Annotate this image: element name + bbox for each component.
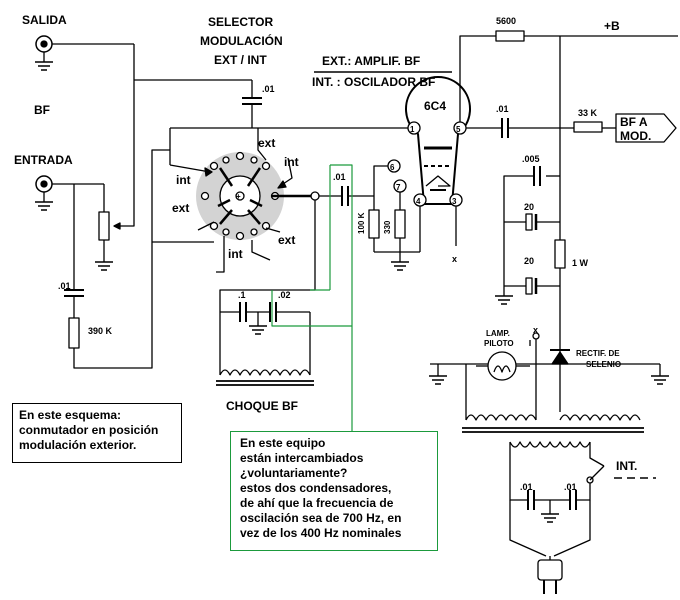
x-mark-lamp: x (533, 325, 538, 335)
switch-int-label-left: int (176, 173, 191, 187)
pin-3-label: 3 (452, 197, 457, 206)
salida-connector (35, 35, 134, 62)
selector-title-line2: MODULACIÓN (200, 33, 283, 48)
lamp-label-line1: LAMP. (486, 329, 510, 338)
switch-ext-label-left: ext (172, 201, 189, 215)
tube-label: 6C4 (424, 99, 446, 113)
bf-a-mod-line2: MOD. (620, 129, 651, 143)
potentiometer (98, 211, 110, 241)
rotary-selector-switch: + (169, 128, 320, 273)
resistor-390k-value: 390 K (88, 326, 113, 336)
ground-symbol (390, 261, 410, 271)
ground-symbol (540, 513, 560, 523)
bf-label: BF (34, 103, 50, 117)
entrada-connector (35, 175, 104, 202)
resistor-390k (68, 317, 80, 349)
pin-7-label: 7 (396, 183, 401, 192)
power-transformer (462, 414, 644, 448)
plus-b-label: +B (604, 19, 620, 33)
pin-4-label: 4 (416, 197, 421, 206)
selenium-rectifier (551, 351, 569, 365)
selector-title-line3: EXT / INT (214, 53, 267, 67)
entrada-label: ENTRADA (14, 153, 73, 167)
ground-symbol (34, 201, 54, 211)
mains-plug (537, 556, 563, 594)
rectifier-label-line2: SELENIO (586, 360, 621, 369)
cap-plate-value: .01 (496, 104, 509, 114)
ground-symbol (248, 325, 268, 335)
resistor-1w (554, 239, 566, 269)
cap-02-value: .02 (278, 290, 291, 300)
pin-1-label: 1 (410, 125, 415, 134)
switch-int-label-bottom: int (228, 247, 243, 261)
resistor-33k (573, 121, 603, 133)
cap-20a-value: 20 (524, 202, 534, 212)
cap-005-value: .005 (522, 154, 540, 164)
cap-grid-value: .01 (333, 172, 346, 182)
legend-ext: EXT.: AMPLIF. BF (322, 54, 420, 68)
note-capacitors-swapped: En este equipo están intercambiados ¿vol… (230, 431, 438, 551)
cap-left-value: .01 (58, 281, 71, 291)
note-line: modulación exterior. (19, 438, 137, 452)
ground-symbol (494, 295, 514, 305)
salida-label: SALIDA (22, 13, 67, 27)
ground-symbol (428, 375, 448, 385)
note-line: vez de los 400 Hz nominales (240, 526, 402, 540)
note-line: En este esquema: (19, 408, 122, 422)
switch-ext-label-top: ext (258, 136, 275, 150)
legend-int: INT. : OSCILADOR BF (312, 75, 435, 89)
resistor-100k (368, 209, 380, 239)
note-line: ¿voluntariamente? (240, 466, 348, 480)
resistor-1w-value: 1 W (572, 258, 589, 268)
note-line: están intercambiados (240, 451, 364, 465)
note-line: estos dos condensadores, (240, 481, 392, 495)
cap-top-value: .01 (262, 84, 275, 94)
x-mark-cathode: x (452, 254, 457, 264)
ground-symbol (94, 261, 114, 271)
resistor-100k-value: 100 K (357, 212, 366, 234)
switch-int-label-right: int (284, 155, 299, 169)
cap-1-value: .1 (238, 290, 246, 300)
note-line: de ahí que la frecuencia de (240, 496, 394, 510)
choque-bf-label: CHOQUE BF (226, 399, 298, 413)
rectifier-label-line1: RECTIF. DE (576, 349, 620, 358)
int-switch-label: INT. (616, 459, 637, 473)
lamp-label-line2: PILOTO (484, 339, 514, 348)
resistor-330-value: 330 (383, 220, 392, 234)
resistor-5600-value: 5600 (496, 16, 516, 26)
pilot-lamp (487, 351, 517, 381)
bf-a-mod-arrow (615, 113, 677, 143)
pin-6-label: 6 (390, 163, 395, 172)
selector-title-line1: SELECTOR (208, 15, 273, 29)
resistor-33k-value: 33 K (578, 108, 598, 118)
cap-bottom2-value: .01 (564, 482, 577, 492)
note-switch-position: En este esquema: conmutador en posición … (12, 403, 182, 463)
cap-20b-value: 20 (524, 256, 534, 266)
ground-symbol (650, 375, 670, 385)
ground-symbol (34, 61, 54, 71)
note-line: oscilación sea de 700 Hz, en (240, 511, 402, 525)
resistor-5600 (495, 30, 525, 42)
resistor-330 (394, 209, 406, 239)
choque-bf-coil (216, 369, 314, 386)
svg-text:+: + (236, 192, 241, 201)
note-line: En este equipo (240, 436, 326, 450)
note-line: conmutador en posición (19, 423, 159, 437)
bf-a-mod-line1: BF A (620, 115, 648, 129)
pin-5-label: 5 (456, 125, 461, 134)
cap-bottom1-value: .01 (520, 482, 533, 492)
switch-ext-label-right: ext (278, 233, 295, 247)
